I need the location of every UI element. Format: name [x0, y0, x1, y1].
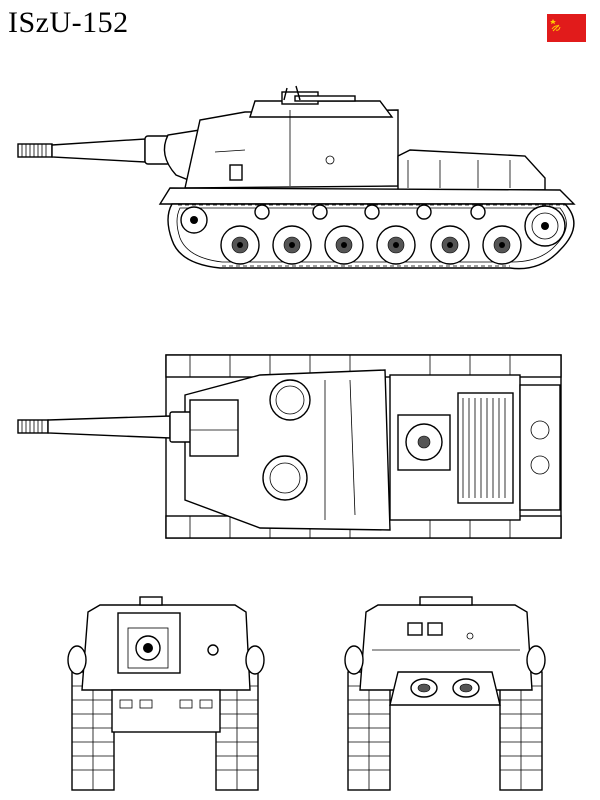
- drawing-title: ISzU-152: [8, 6, 129, 39]
- soviet-flag-icon: [547, 14, 586, 42]
- side-hatch-machine-gun: [281, 85, 356, 105]
- side-gun-barrel: [17, 135, 171, 165]
- side-view-drawing: [17, 85, 576, 270]
- side-road-wheels: [180, 204, 566, 265]
- side-fender: [158, 187, 576, 205]
- top-gun-mantlet: [189, 399, 239, 457]
- top-gun-barrel: [17, 411, 193, 443]
- side-track: [167, 203, 575, 270]
- rear-hull: [359, 604, 533, 691]
- top-radiator-grille: [457, 392, 514, 504]
- rear-exhaust-plate: [389, 671, 501, 706]
- top-hatch-right: [262, 455, 308, 501]
